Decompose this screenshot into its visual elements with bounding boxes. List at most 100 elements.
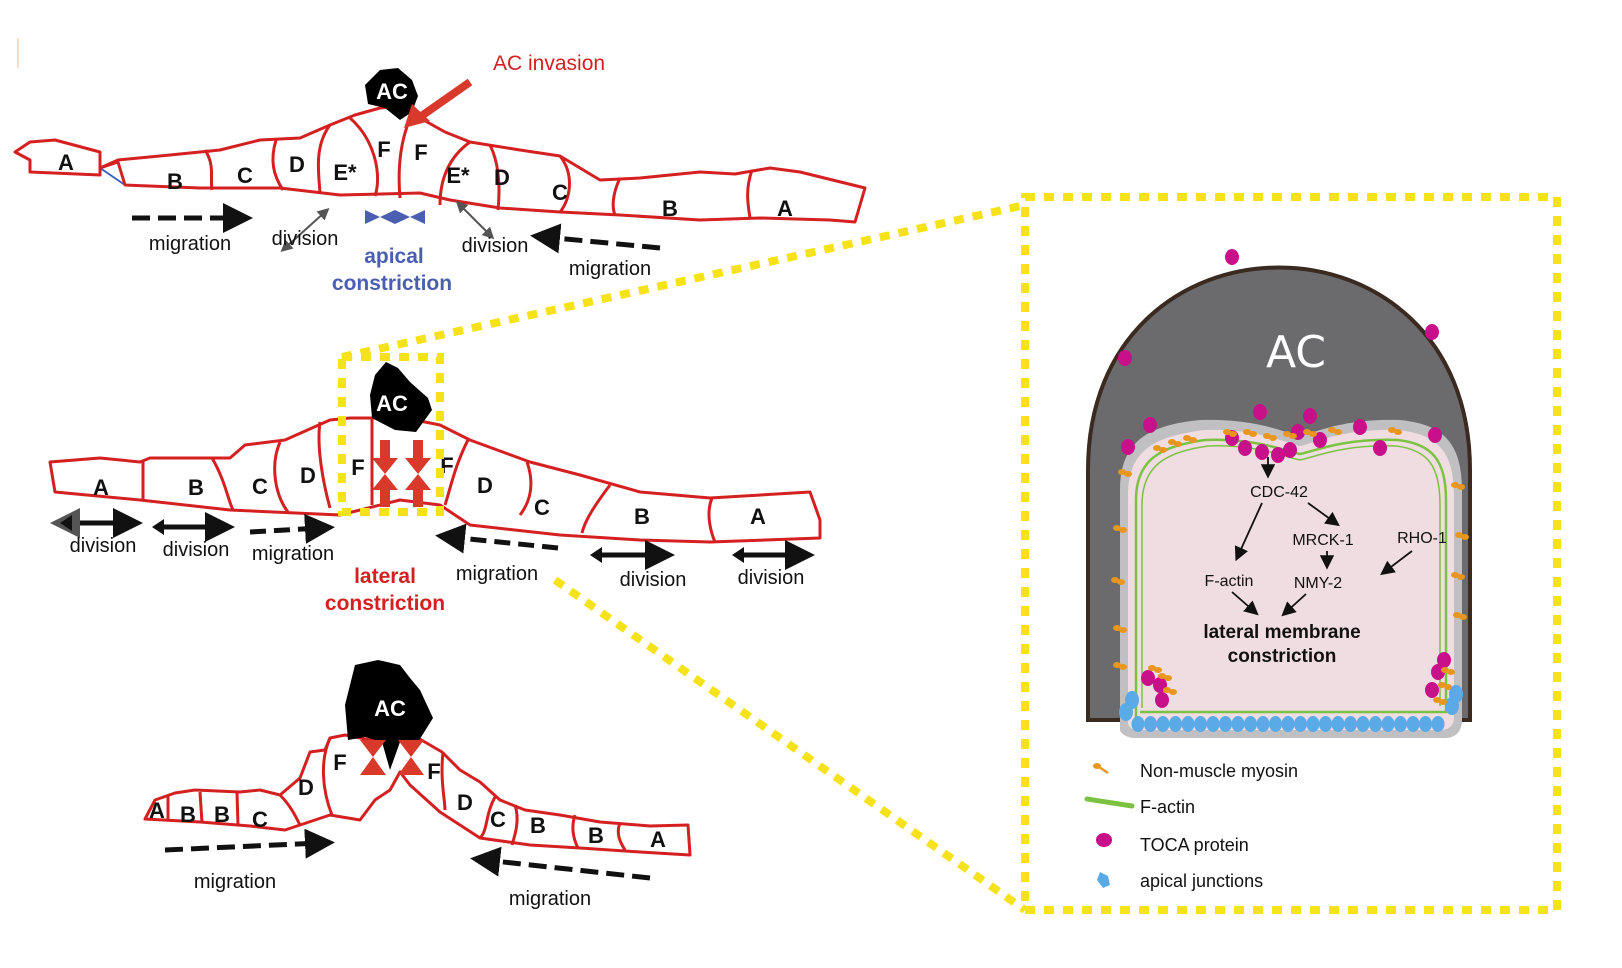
apical-junction xyxy=(1356,716,1370,732)
apical-junction xyxy=(1331,716,1345,732)
ac-label-inset: AC xyxy=(1266,327,1326,378)
myosin xyxy=(1158,673,1166,679)
toca-protein xyxy=(1425,324,1439,340)
apical-junction xyxy=(1169,716,1182,732)
myosin xyxy=(1263,433,1271,439)
myosin xyxy=(1163,687,1171,693)
arrowhead-icon xyxy=(152,519,164,535)
myosin xyxy=(1457,484,1465,490)
apical-junction xyxy=(1256,716,1270,732)
myosin xyxy=(1119,527,1127,533)
inset-diagram: AC CDC-42 MRCK-1 RHO-1 F-actin NMY-2 lat… xyxy=(1084,249,1472,891)
legend-label: TOCA protein xyxy=(1140,835,1249,855)
f-actin-icon xyxy=(1084,796,1135,809)
cell-label: E* xyxy=(446,163,470,188)
apical-junctions xyxy=(1119,685,1463,732)
myosin xyxy=(1303,429,1311,435)
myosin xyxy=(1289,433,1297,439)
invasion-arrow-icon xyxy=(404,104,430,128)
cell-divider xyxy=(746,169,754,219)
apical-junction xyxy=(1194,716,1207,732)
cell-label: B xyxy=(634,504,650,529)
cell-label: A xyxy=(750,504,766,529)
cell-divider xyxy=(443,439,470,506)
apical-junction xyxy=(1156,716,1170,732)
epithelium-bottom xyxy=(143,733,692,857)
apical-junction xyxy=(1406,716,1420,732)
legend-label: Non-muscle myosin xyxy=(1140,761,1298,781)
epithelium-top xyxy=(13,104,867,224)
nmy-2-label: NMY-2 xyxy=(1294,575,1342,592)
toca-protein xyxy=(1255,444,1269,460)
myosin xyxy=(1388,427,1396,433)
apical-junction xyxy=(1281,716,1295,732)
inset-frame xyxy=(1021,193,1561,914)
cell-label: F xyxy=(351,455,364,480)
toca-protein-icon xyxy=(1096,833,1112,847)
cell-divider xyxy=(488,144,501,211)
migration-label: migration xyxy=(194,871,276,893)
apical-junction xyxy=(1369,716,1382,732)
division-label: division xyxy=(70,535,137,557)
myosin xyxy=(1269,435,1277,441)
cell-label: A xyxy=(650,827,666,852)
apical-junction xyxy=(1431,716,1445,732)
myosin xyxy=(1174,441,1182,447)
myosin xyxy=(1439,699,1447,705)
cell-label: C xyxy=(252,807,268,832)
toca-protein xyxy=(1121,439,1135,455)
cell-divider xyxy=(235,791,240,827)
myosin xyxy=(1451,572,1459,578)
anchor-cell xyxy=(365,68,418,120)
toca-protein xyxy=(1271,447,1285,463)
ac-invasion-label: AC invasion xyxy=(493,52,605,75)
myosin xyxy=(1447,669,1455,675)
anchor-cell xyxy=(370,362,432,432)
myosin xyxy=(1153,445,1161,451)
legend-label: apical junctions xyxy=(1140,871,1263,891)
cell-label: C xyxy=(252,474,268,499)
division-label: division xyxy=(738,567,805,589)
migration-label: migration xyxy=(149,233,231,255)
cell-label: F xyxy=(427,759,440,784)
cell-label: B xyxy=(662,196,678,221)
myosin xyxy=(1118,469,1126,475)
cell-divider xyxy=(707,497,717,543)
division-label: division xyxy=(462,235,529,257)
myosin xyxy=(1444,684,1452,690)
migration-label: migration xyxy=(509,888,591,910)
cell-divider xyxy=(518,461,533,516)
panel-middle: AC A B C D F F D C B A division divis xyxy=(48,362,822,615)
myosin xyxy=(1117,579,1125,585)
migration-label: migration xyxy=(569,258,651,280)
invasion-arrow-shaft xyxy=(417,78,473,121)
cell-label: D xyxy=(300,463,316,488)
myosin xyxy=(1334,429,1342,435)
myosin-icon xyxy=(1093,763,1109,775)
division-arrow-icon xyxy=(455,200,495,240)
myosin xyxy=(1243,429,1251,435)
cell-label: C xyxy=(534,495,550,520)
toca-protein xyxy=(1238,440,1252,456)
cell-label: B xyxy=(588,823,604,848)
myosin xyxy=(1249,431,1257,437)
toca-protein xyxy=(1303,408,1317,424)
ac-label: AC xyxy=(376,79,408,104)
toca-protein xyxy=(1425,682,1439,698)
toca-protein xyxy=(1253,404,1267,420)
toca-protein xyxy=(1141,670,1155,686)
myosin xyxy=(1394,429,1402,435)
cell-label: D xyxy=(477,473,493,498)
apical-junction xyxy=(1206,716,1220,732)
lateral-constriction-arrows-icon xyxy=(372,440,431,507)
apical-junction xyxy=(1344,716,1357,732)
toca-protein xyxy=(1225,249,1239,265)
cell-label: F xyxy=(414,140,427,165)
constriction-label: constriction xyxy=(325,592,445,615)
myosin xyxy=(1438,682,1446,688)
myosin xyxy=(1223,429,1231,435)
f-actin-cortex xyxy=(1141,445,1441,708)
cell-label: F xyxy=(333,750,346,775)
toca-protein xyxy=(1283,442,1297,458)
